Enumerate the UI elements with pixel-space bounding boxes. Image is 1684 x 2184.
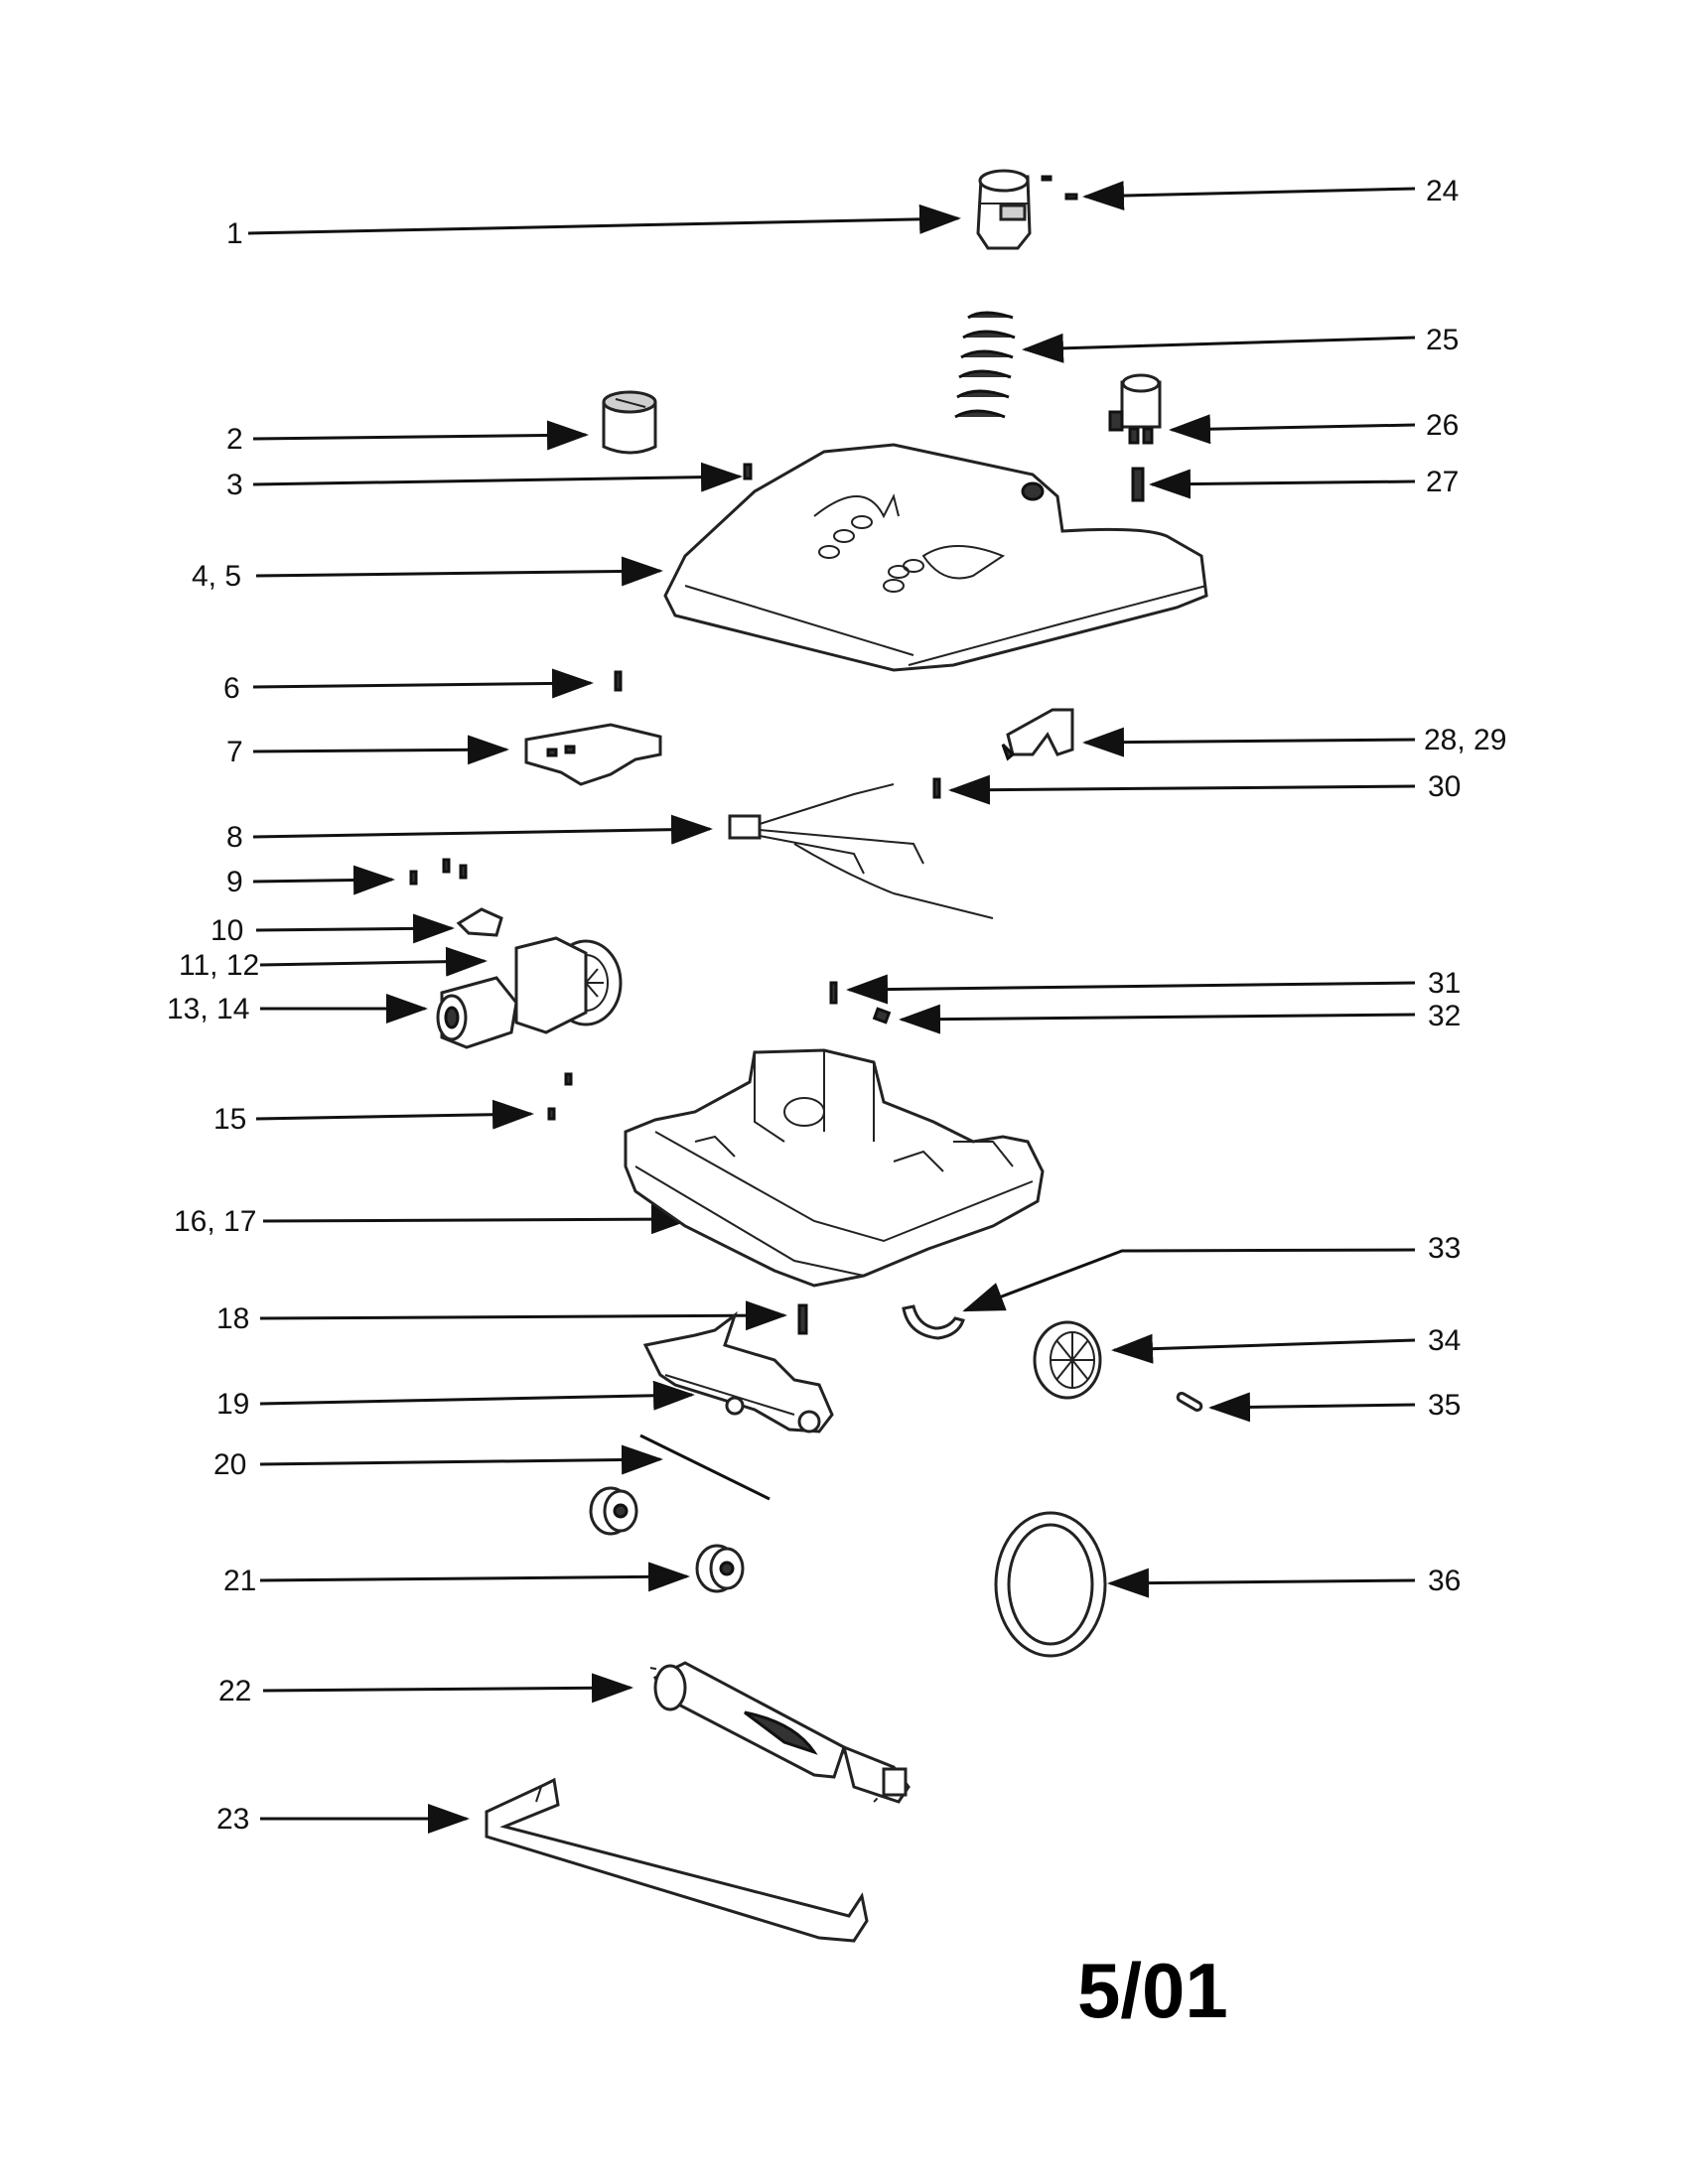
callout-label-33: 33 [1428, 1232, 1461, 1265]
callout-label-3: 3 [226, 469, 243, 501]
part-screws-9 [409, 858, 468, 886]
part-screw-6 [614, 670, 623, 692]
part-hose-connector-cap [976, 169, 1032, 250]
leader-arrow-31 [846, 974, 1416, 1005]
callout-label-26: 26 [1426, 409, 1459, 442]
callout-label-1: 1 [226, 217, 243, 250]
leader-arrow-8 [252, 814, 713, 845]
part-cord-clip [1001, 708, 1074, 761]
part-drive-belt [994, 1511, 1107, 1658]
leader-arrow-16-17 [262, 1204, 693, 1235]
part-rear-wheels [589, 1486, 745, 1593]
part-screw-30 [932, 777, 941, 799]
part-bracket [524, 723, 662, 786]
leader-arrow-25 [1022, 333, 1416, 363]
leader-arrow-21 [259, 1562, 690, 1592]
callout-label-19: 19 [216, 1388, 249, 1421]
callout-label-16-17: 16, 17 [174, 1205, 256, 1238]
part-pin [1131, 467, 1145, 502]
leader-arrow-15 [255, 1099, 534, 1130]
part-spring-hose [954, 311, 1016, 419]
callout-label-23: 23 [216, 1803, 249, 1836]
callout-label-21: 21 [223, 1565, 256, 1597]
callout-label-7: 7 [226, 736, 243, 768]
leader-arrow-28-29 [1082, 727, 1416, 757]
leader-arrow-19 [259, 1380, 695, 1411]
callout-label-2: 2 [226, 423, 243, 456]
callout-label-4-5: 4, 5 [192, 560, 241, 593]
leader-arrow-22 [262, 1673, 633, 1704]
leader-arrow-30 [948, 774, 1416, 805]
part-brushroll [649, 1661, 911, 1804]
part-brush-holder [642, 1310, 834, 1433]
callout-label-6: 6 [223, 672, 240, 705]
callout-label-10: 10 [210, 914, 243, 947]
leader-arrow-34 [1111, 1333, 1416, 1364]
part-screw-18 [797, 1303, 808, 1335]
leader-arrow-32 [899, 1004, 1416, 1034]
leader-arrow-35 [1208, 1392, 1416, 1423]
part-motor-assembly [436, 936, 623, 1049]
date-code: 5/01 [1077, 1947, 1228, 2034]
leader-arrow-3 [252, 462, 743, 492]
callout-label-15: 15 [213, 1103, 246, 1136]
callout-label-27: 27 [1426, 466, 1459, 498]
part-switch [1108, 373, 1162, 445]
part-plate [456, 907, 503, 937]
part-axle-rod [639, 1433, 771, 1501]
leader-arrow-26 [1169, 414, 1416, 445]
part-hook-clip [902, 1304, 965, 1340]
callout-label-24: 24 [1426, 175, 1459, 207]
part-wiring-harness [728, 783, 994, 919]
callout-label-22: 22 [218, 1675, 251, 1707]
leader-arrow-11-12 [259, 946, 488, 977]
leader-arrow-36 [1107, 1568, 1416, 1598]
leader-arrow-9 [252, 865, 395, 895]
leader-arrow-33 [962, 1248, 1416, 1312]
leader-arrow-2 [252, 420, 589, 451]
callout-label-28-29: 28, 29 [1424, 724, 1506, 756]
leader-arrow-20 [259, 1444, 663, 1475]
part-bumper-strip [485, 1777, 869, 1943]
callout-label-34: 34 [1428, 1324, 1461, 1357]
part-hood-cover [663, 443, 1208, 672]
part-screw-31 [829, 981, 838, 1005]
leader-arrow-27 [1149, 469, 1416, 499]
callout-label-18: 18 [216, 1302, 249, 1335]
part-base-housing [624, 1048, 1045, 1288]
part-small-pin [1176, 1392, 1203, 1412]
callout-label-9: 9 [226, 866, 243, 898]
callout-label-25: 25 [1426, 324, 1459, 356]
leader-arrow-24 [1082, 181, 1416, 211]
leader-arrow-7 [252, 735, 509, 765]
part-spoked-wheel [1033, 1320, 1102, 1400]
leader-arrow-4-5 [255, 556, 663, 587]
part-clip-pieces [1041, 175, 1078, 201]
part-screw [743, 463, 753, 480]
callout-label-31: 31 [1428, 967, 1461, 1000]
part-small-block [872, 1007, 892, 1024]
leader-arrow-1 [247, 204, 961, 235]
callout-label-11-12: 11, 12 [179, 949, 259, 982]
callout-label-20: 20 [213, 1448, 246, 1481]
leader-arrow-10 [255, 913, 455, 944]
callout-label-32: 32 [1428, 1000, 1461, 1032]
part-knob [602, 390, 657, 455]
leader-arrow-6 [252, 668, 594, 699]
callout-label-13-14: 13, 14 [167, 993, 249, 1025]
leader-arrow-18 [259, 1300, 787, 1331]
part-screws-15 [547, 1072, 573, 1121]
callout-label-36: 36 [1428, 1565, 1461, 1597]
callout-label-8: 8 [226, 821, 243, 854]
callout-label-35: 35 [1428, 1389, 1461, 1422]
callout-label-30: 30 [1428, 770, 1461, 803]
